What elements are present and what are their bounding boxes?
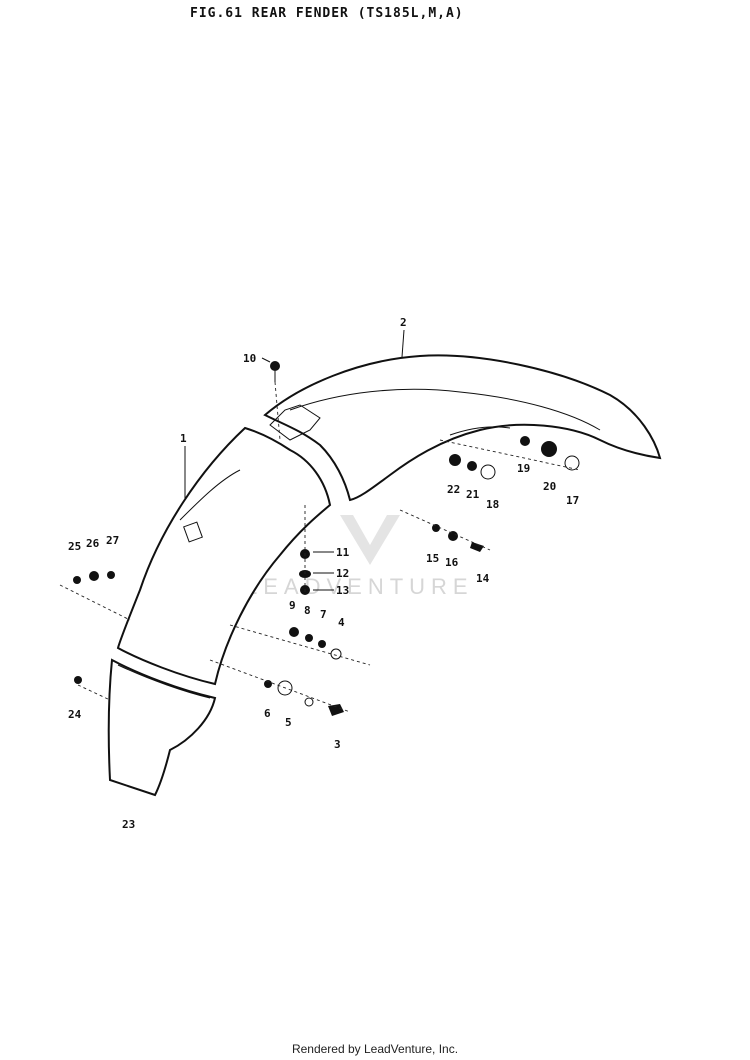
figure-title: FIG.61 REAR FENDER (TS185L,M,A) xyxy=(190,6,464,21)
callout-25: 25 xyxy=(68,540,81,553)
callout-2: 2 xyxy=(400,316,407,329)
callout-1: 1 xyxy=(180,432,187,445)
fender-front-section xyxy=(116,426,332,686)
callout-15: 15 xyxy=(426,552,439,565)
callout-27: 27 xyxy=(106,534,119,547)
callout-21: 21 xyxy=(466,488,480,501)
callout-5: 5 xyxy=(285,716,292,729)
callout-4: 4 xyxy=(338,616,345,629)
callout-13: 13 xyxy=(336,584,349,597)
callout-9: 9 xyxy=(289,599,296,612)
fender-upper-section xyxy=(263,354,662,502)
callout-16: 16 xyxy=(445,556,459,569)
callout-10: 10 xyxy=(243,352,256,365)
assembly-lines xyxy=(59,381,581,713)
callout-7: 7 xyxy=(320,608,327,621)
callout-6: 6 xyxy=(264,707,271,720)
watermark-text: LEADVENTURE xyxy=(245,574,474,599)
leader-lines xyxy=(184,329,405,591)
callout-23: 23 xyxy=(122,818,135,831)
callout-14: 14 xyxy=(476,572,490,585)
callout-3: 3 xyxy=(334,738,341,751)
callout-20: 20 xyxy=(543,480,556,493)
callout-19: 19 xyxy=(517,462,530,475)
callout-labels: 1 2 3 4 5 6 7 8 9 10 11 12 13 14 15 16 1… xyxy=(68,316,579,831)
callout-17: 17 xyxy=(566,494,579,507)
callout-11: 11 xyxy=(336,546,350,559)
mud-flap xyxy=(107,658,217,797)
callout-8: 8 xyxy=(304,604,311,617)
callout-24: 24 xyxy=(68,708,82,721)
watermark-logo xyxy=(340,515,400,565)
callout-18: 18 xyxy=(486,498,499,511)
footer-credit: Rendered by LeadVenture, Inc. xyxy=(291,1042,459,1056)
callout-12: 12 xyxy=(336,567,349,580)
callout-26: 26 xyxy=(86,537,100,550)
callout-22: 22 xyxy=(447,483,460,496)
